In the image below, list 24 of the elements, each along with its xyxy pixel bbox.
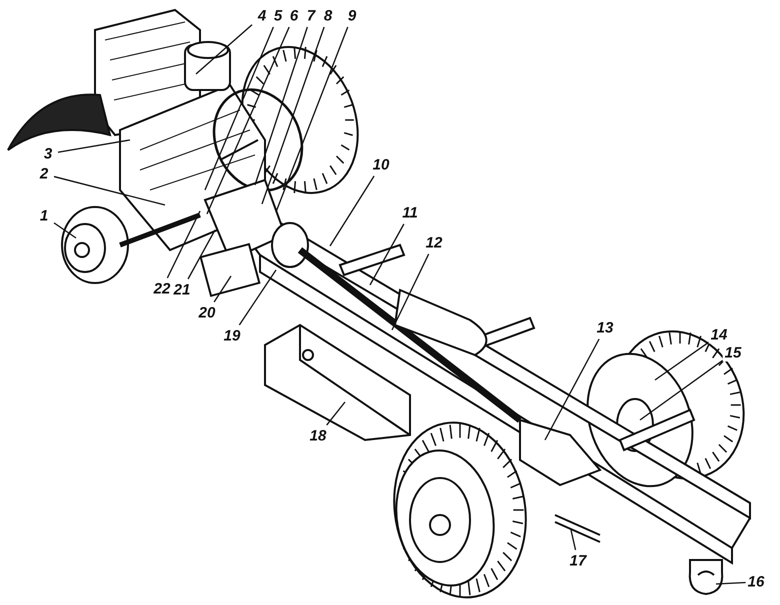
leader-line [654,342,710,381]
leader-line [58,139,130,153]
leader-line [214,276,232,302]
leader-line [254,26,308,186]
leader-line [369,224,404,286]
callout-number: 14 [708,326,730,344]
leader-line [261,26,325,204]
leader-line [54,176,166,206]
leader-line [166,210,201,278]
leader-line [275,26,348,212]
leader-line [206,26,290,214]
leader-line [570,530,576,550]
leader-line [326,402,346,426]
leader-line [196,24,252,74]
leader-line [54,222,76,239]
leader-line [640,360,724,421]
leader-line [544,338,600,440]
leader-line [391,254,430,330]
leader-line [187,230,216,280]
leader-line [204,26,274,190]
leader-line [238,270,277,326]
callout-number: 15 [722,344,744,362]
leader-line [329,176,375,246]
leader-line [716,582,746,585]
